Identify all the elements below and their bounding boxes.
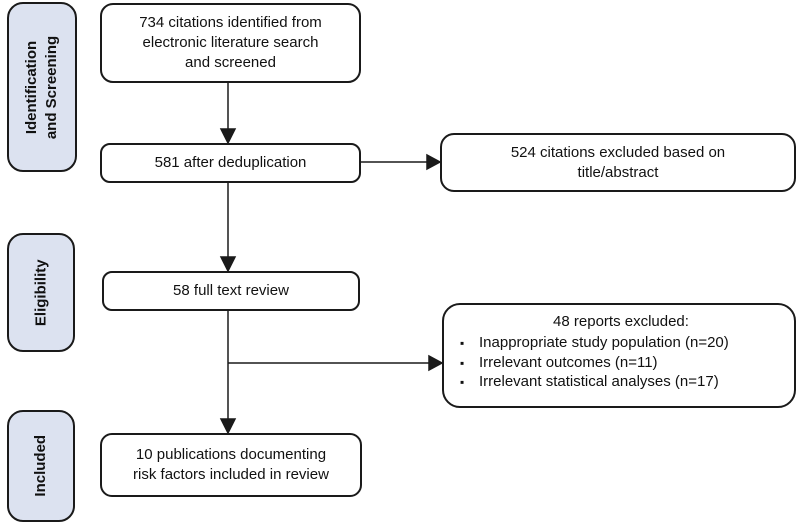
exclusion-reason: Inappropriate study population (n=20) <box>479 333 729 351</box>
arrowhead-down-icon <box>219 256 237 273</box>
stage-identification-screening: Identification and Screening <box>7 2 77 172</box>
node-included-publications: 10 publications documenting risk factors… <box>100 433 362 497</box>
node-excluded-title-abstract: 524 citations excluded based on title/ab… <box>440 133 796 192</box>
stage-eligibility: Eligibility <box>7 233 75 352</box>
exclusion-reason: Irrelevant outcomes (n=11) <box>479 353 658 371</box>
list-item: ▪ Irrelevant statistical analyses (n=17) <box>460 372 782 392</box>
exclusion-reason: Irrelevant statistical analyses (n=17) <box>479 373 719 391</box>
arrowhead-down-icon <box>219 128 237 145</box>
arrowhead-right-icon <box>428 354 444 372</box>
bullet-icon: ▪ <box>460 335 465 350</box>
node-excluded-full-text: 48 reports excluded: ▪ Inappropriate stu… <box>442 303 796 408</box>
node-citations-identified: 734 citations identified from electronic… <box>100 3 361 83</box>
node-full-text-review: 58 full text review <box>102 271 360 311</box>
stage-included: Included <box>7 410 75 522</box>
list-item: ▪ Inappropriate study population (n=20) <box>460 333 782 353</box>
excluded-full-text-title: 48 reports excluded: <box>553 313 689 330</box>
list-item: ▪ Irrelevant outcomes (n=11) <box>460 353 782 373</box>
arrowhead-down-icon <box>219 418 237 435</box>
bullet-icon: ▪ <box>460 375 465 390</box>
node-after-deduplication: 581 after deduplication <box>100 143 361 183</box>
stage-label: Identification and Screening <box>23 35 61 139</box>
stage-label: Included <box>32 435 50 497</box>
stage-label: Eligibility <box>32 259 50 326</box>
bullet-icon: ▪ <box>460 355 465 370</box>
arrowhead-right-icon <box>426 153 442 171</box>
